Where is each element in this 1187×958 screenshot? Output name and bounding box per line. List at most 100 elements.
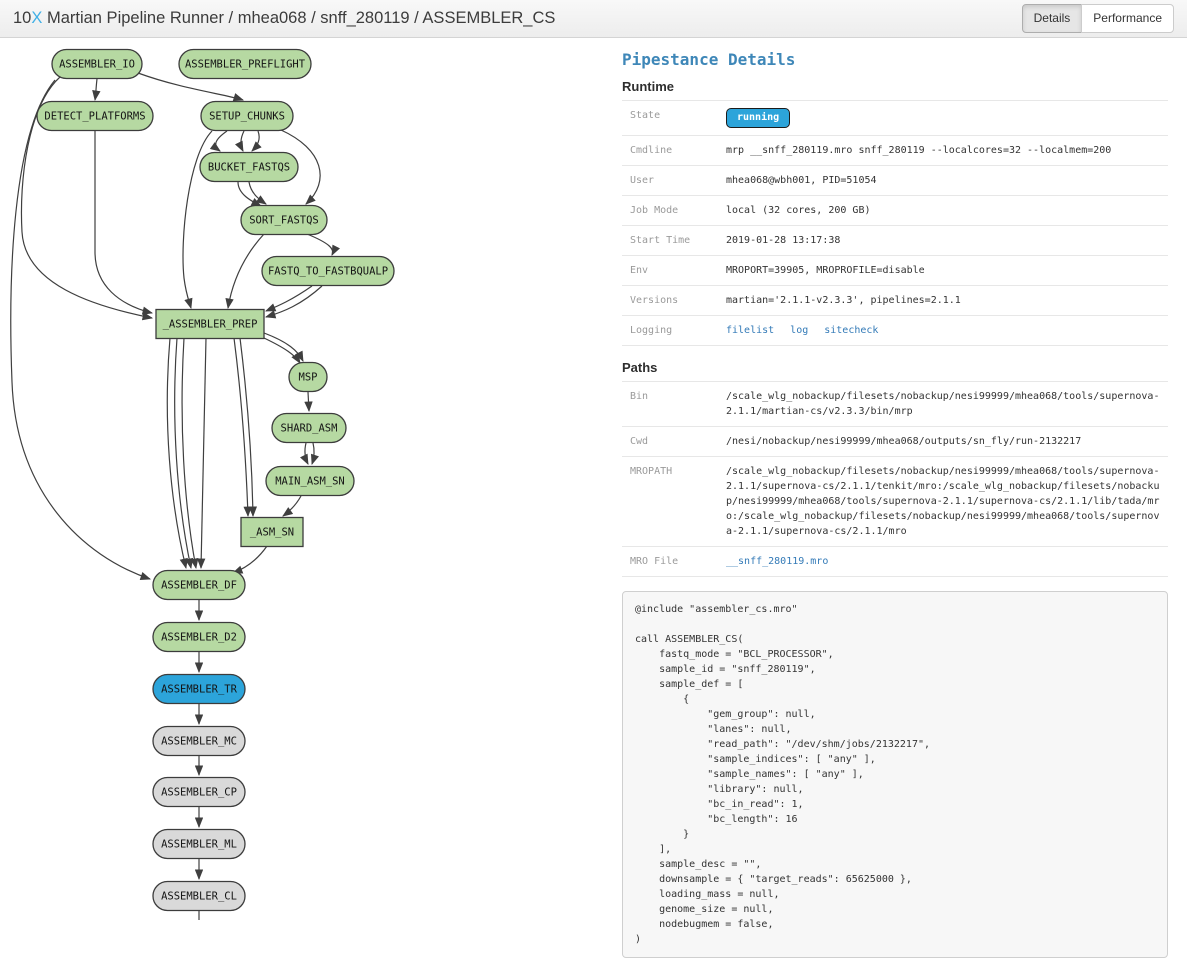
- detail-row-bin: Bin/scale_wlg_nobackup/filesets/nobackup…: [622, 381, 1168, 427]
- runtime-heading: Runtime: [622, 79, 674, 94]
- graph-node-msp[interactable]: MSP: [288, 361, 328, 393]
- graph-edge-detect_platforms-to-_assembler_prep: [94, 131, 154, 315]
- graph-node-assembler_d2[interactable]: ASSEMBLER_D2: [152, 621, 246, 653]
- graph-node-label: ASSEMBLER_IO: [59, 59, 135, 71]
- graph-node-shape[interactable]: [199, 151, 299, 183]
- mro-code-block: @include "assembler_cs.mro" call ASSEMBL…: [622, 591, 1168, 958]
- detail-row-mropath: MROPATH/scale_wlg_nobackup/filesets/noba…: [622, 456, 1168, 547]
- graph-node-label: _ASM_SN: [250, 527, 294, 539]
- graph-node-shape[interactable]: [240, 204, 328, 236]
- graph-node-setup_chunks[interactable]: SETUP_CHUNKS: [200, 100, 294, 132]
- graph-node-shape[interactable]: [261, 255, 395, 287]
- graph-node-label: SETUP_CHUNKS: [209, 111, 285, 123]
- graph-node-_asm_sn[interactable]: _ASM_SN: [240, 516, 304, 548]
- graph-node-assembler_cp[interactable]: ASSEMBLER_CP: [152, 776, 246, 808]
- graph-node-assembler_tr[interactable]: ASSEMBLER_TR: [152, 673, 246, 705]
- detail-label: MROPATH: [622, 456, 718, 547]
- graph-node-shape[interactable]: [152, 725, 246, 757]
- pipeline-graph: ASSEMBLER_IO ASSEMBLER_PREFLIGHT DETECT_PL…: [10, 48, 395, 920]
- graph-node-shape[interactable]: [155, 308, 265, 340]
- graph-edge-_assembler_prep-to-assembler_df: [181, 337, 199, 570]
- detail-value: mhea068@wbh001, PID=51054: [718, 165, 1168, 196]
- graph-node-label: _ASSEMBLER_PREP: [163, 319, 258, 331]
- graph-node-assembler_ml[interactable]: ASSEMBLER_ML: [152, 828, 246, 860]
- graph-node-assembler_cl[interactable]: ASSEMBLER_CL: [152, 880, 246, 912]
- view-toggle-group: Details Performance: [1021, 4, 1174, 33]
- filelist-link[interactable]: filelist: [726, 325, 775, 336]
- detail-value: /scale_wlg_nobackup/filesets/nobackup/ne…: [718, 456, 1168, 547]
- performance-tab-button[interactable]: Performance: [1081, 4, 1174, 33]
- graph-node-label: BUCKET_FASTQS: [208, 162, 290, 174]
- graph-node-shape[interactable]: [288, 361, 328, 393]
- graph-node-shape[interactable]: [152, 673, 246, 705]
- graph-edge-bucket_fastqs-to-sort_fastqs: [237, 181, 262, 207]
- graph-node-shape[interactable]: [178, 48, 312, 80]
- detail-label: State: [622, 100, 718, 136]
- detail-label: Env: [622, 255, 718, 286]
- graph-node-shape[interactable]: [152, 776, 246, 808]
- graph-edge-assembler_io-to-setup_chunks: [137, 72, 245, 102]
- detail-label: MRO File: [622, 546, 718, 577]
- detail-value: /nesi/nobackup/nesi99999/mhea068/outputs…: [718, 426, 1168, 457]
- graph-node-label: SHARD_ASM: [281, 423, 338, 435]
- graph-node-label: ASSEMBLER_MC: [161, 736, 237, 748]
- paths-table: Bin/scale_wlg_nobackup/filesets/nobackup…: [622, 381, 1168, 577]
- detail-label: Job Mode: [622, 195, 718, 226]
- graph-node-shape[interactable]: [200, 100, 294, 132]
- paths-heading: Paths: [622, 360, 658, 375]
- graph-node-shape[interactable]: [152, 880, 246, 912]
- detail-value: MROPORT=39905, MROPROFILE=disable: [718, 255, 1168, 286]
- detail-value: /scale_wlg_nobackup/filesets/nobackup/ne…: [718, 381, 1168, 427]
- breadcrumb-10: 10: [13, 9, 32, 27]
- graph-node-main_asm_sn[interactable]: MAIN_ASM_SN: [265, 465, 355, 497]
- graph-edge-_assembler_prep-to-_asm_sn: [233, 337, 252, 518]
- graph-node-sort_fastqs[interactable]: SORT_FASTQS: [240, 204, 328, 236]
- detail-value: __snff_280119.mro: [718, 546, 1168, 577]
- detail-value: 2019-01-28 13:17:38: [718, 225, 1168, 256]
- graph-node-detect_platforms[interactable]: DETECT_PLATFORMS: [36, 100, 154, 132]
- graph-edge-setup_chunks-to-sort_fastqs: [280, 129, 321, 205]
- graph-edge-_assembler_prep-to-assembler_df: [166, 337, 188, 570]
- graph-node-shape[interactable]: [152, 621, 246, 653]
- graph-node-label: ASSEMBLER_ML: [161, 839, 237, 851]
- graph-node-shard_asm[interactable]: SHARD_ASM: [271, 412, 347, 444]
- detail-label: Versions: [622, 285, 718, 316]
- details-tab-button[interactable]: Details: [1021, 4, 1083, 33]
- graph-node-fastq_to_fastbqualp[interactable]: FASTQ_TO_FASTBQUALP: [261, 255, 395, 287]
- graph-node-shape[interactable]: [271, 412, 347, 444]
- graph-node-shape[interactable]: [240, 516, 304, 548]
- detail-label: Cmdline: [622, 135, 718, 166]
- graph-edge-msp-to-shard_asm: [304, 391, 313, 413]
- log-link[interactable]: log: [790, 325, 809, 336]
- pipeline-graph-svg: ASSEMBLER_IO ASSEMBLER_PREFLIGHT DETECT_PL…: [10, 48, 395, 920]
- graph-node-assembler_io[interactable]: ASSEMBLER_IO: [51, 48, 143, 80]
- graph-edge-assembler_io-to-assembler_df: [10, 79, 151, 580]
- graph-node-bucket_fastqs[interactable]: BUCKET_FASTQS: [199, 151, 299, 183]
- graph-node-shape[interactable]: [265, 465, 355, 497]
- graph-node-shape[interactable]: [152, 569, 246, 601]
- state-badge: running: [726, 108, 791, 128]
- panel-title: Pipestance Details: [622, 50, 796, 69]
- graph-edge-setup_chunks-to-bucket_fastqs: [251, 130, 262, 152]
- graph-node-shape[interactable]: [152, 828, 246, 860]
- breadcrumb-x: X: [31, 9, 43, 27]
- graph-node-assembler_preflight[interactable]: ASSEMBLER_PREFLIGHT: [178, 48, 312, 80]
- graph-node-assembler_df[interactable]: ASSEMBLER_DF: [152, 569, 246, 601]
- detail-value: filelist log sitecheck: [718, 315, 1168, 346]
- graph-edge-main_asm_sn-to-_asm_sn: [282, 495, 302, 517]
- graph-node-label: ASSEMBLER_D2: [161, 632, 237, 644]
- mro-file-link[interactable]: __snff_280119.mro: [726, 556, 829, 567]
- graph-node-label: ASSEMBLER_PREFLIGHT: [185, 59, 306, 71]
- graph-node-shape[interactable]: [51, 48, 143, 80]
- graph-node-assembler_mc[interactable]: ASSEMBLER_MC: [152, 725, 246, 757]
- detail-label: Start Time: [622, 225, 718, 256]
- sitecheck-link[interactable]: sitecheck: [824, 325, 879, 336]
- graph-node-_assembler_prep[interactable]: _ASSEMBLER_PREP: [155, 308, 265, 340]
- graph-node-shape[interactable]: [36, 100, 154, 132]
